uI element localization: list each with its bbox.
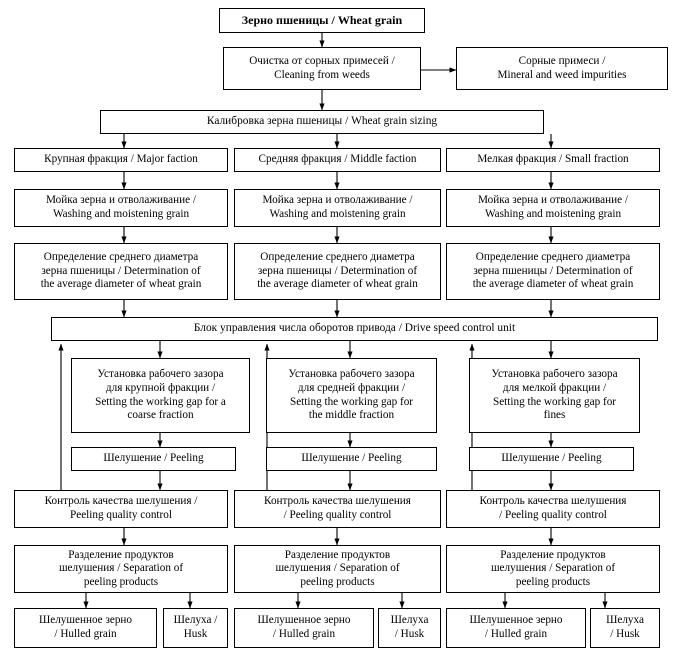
node-quality-major: Контроль качества шелушения / Peeling qu… — [14, 490, 228, 528]
node-mineral-weed-impurities: Сорные примеси / Mineral and weed impuri… — [456, 47, 668, 90]
node-husk-small: Шелуха / Husk — [590, 608, 660, 648]
node-hulled-grain-small: Шелушенное зерно / Hulled grain — [446, 608, 586, 648]
node-separation-small: Разделение продуктов шелушения / Separat… — [446, 545, 660, 593]
node-peeling-major: Шелушение / Peeling — [71, 447, 236, 471]
node-separation-middle: Разделение продуктов шелушения / Separat… — [234, 545, 441, 593]
node-fraction-small: Мелкая фракция / Small fraction — [446, 148, 660, 172]
node-hulled-grain-middle: Шелушенное зерно / Hulled grain — [234, 608, 374, 648]
node-gap-fines: Установка рабочего зазора для мелкой фра… — [469, 358, 640, 433]
node-diameter-small: Определение среднего диаметра зерна пшен… — [446, 243, 660, 300]
node-quality-small: Контроль качества шелушения / Peeling qu… — [446, 490, 660, 528]
node-husk-middle: Шелуха / Husk — [378, 608, 441, 648]
node-washing-small: Мойка зерна и отволаживание / Washing an… — [446, 189, 660, 227]
node-wheat-grain-sizing: Калибровка зерна пшеницы / Wheat grain s… — [100, 110, 544, 134]
node-diameter-middle: Определение среднего диаметра зерна пшен… — [234, 243, 441, 300]
node-hulled-grain-major: Шелушенное зерно / Hulled grain — [14, 608, 157, 648]
node-diameter-major: Определение среднего диаметра зерна пшен… — [14, 243, 228, 300]
node-gap-middle: Установка рабочего зазора для средней фр… — [266, 358, 437, 433]
node-quality-middle: Контроль качества шелушения / Peeling qu… — [234, 490, 441, 528]
node-separation-major: Разделение продуктов шелушения / Separat… — [14, 545, 228, 593]
node-wheat-grain: Зерно пшеницы / Wheat grain — [219, 8, 425, 33]
node-husk-major: Шелуха / Husk — [163, 608, 228, 648]
node-fraction-major: Крупная фракция / Major faction — [14, 148, 228, 172]
node-peeling-middle: Шелушение / Peeling — [266, 447, 437, 471]
node-gap-coarse: Установка рабочего зазора для крупной фр… — [71, 358, 250, 433]
node-washing-middle: Мойка зерна и отволаживание / Washing an… — [234, 189, 441, 227]
node-washing-major: Мойка зерна и отволаживание / Washing an… — [14, 189, 228, 227]
node-fraction-middle: Средняя фракция / Middle faction — [234, 148, 441, 172]
node-peeling-small: Шелушение / Peeling — [469, 447, 634, 471]
node-drive-speed-control-unit: Блок управления числа оборотов привода /… — [51, 317, 658, 341]
node-cleaning-from-weeds: Очистка от сорных примесей / Cleaning fr… — [223, 47, 421, 90]
